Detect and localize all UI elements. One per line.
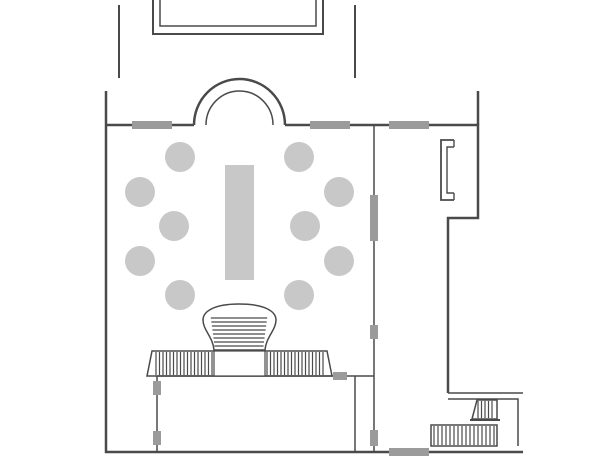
long-table-icon — [225, 165, 254, 280]
staircase-icon — [202, 303, 277, 351]
window-icon — [389, 121, 429, 129]
staircase-treads — [266, 352, 324, 375]
dining-set — [125, 142, 354, 310]
grand-staircase — [146, 303, 333, 377]
fireplace-icon — [440, 139, 455, 201]
round-table-icon — [159, 211, 189, 241]
openings — [132, 121, 429, 456]
upper-window-frame — [152, 0, 324, 35]
doorway-icon — [153, 381, 161, 395]
doorway-icon — [370, 195, 378, 241]
staircase-treads — [433, 426, 495, 445]
staircase-icon — [430, 424, 498, 447]
doorway-icon — [333, 372, 347, 380]
round-table-icon — [324, 177, 354, 207]
side-staircase — [430, 398, 519, 447]
staircase-landing — [146, 350, 333, 377]
upper-corridor — [118, 0, 356, 78]
staircase-treads — [210, 317, 268, 347]
round-table-icon — [165, 280, 195, 310]
round-table-icon — [290, 211, 320, 241]
upper-window-inner — [159, 0, 317, 27]
doorway-icon — [370, 430, 378, 446]
staircase-treads — [477, 401, 493, 418]
doorway-icon — [389, 448, 429, 456]
round-table-icon — [284, 142, 314, 172]
outer-walls — [104, 91, 523, 454]
round-table-icon — [125, 177, 155, 207]
window-icon — [132, 121, 172, 129]
round-table-icon — [324, 246, 354, 276]
apse-alcove — [192, 77, 287, 126]
window-icon — [310, 121, 350, 129]
staircase-treads — [155, 352, 213, 375]
staircase-landing-center — [213, 350, 266, 377]
round-table-icon — [125, 246, 155, 276]
round-table-icon — [165, 142, 195, 172]
round-table-icon — [284, 280, 314, 310]
doorway-icon — [153, 431, 161, 445]
doorway-icon — [370, 325, 378, 339]
